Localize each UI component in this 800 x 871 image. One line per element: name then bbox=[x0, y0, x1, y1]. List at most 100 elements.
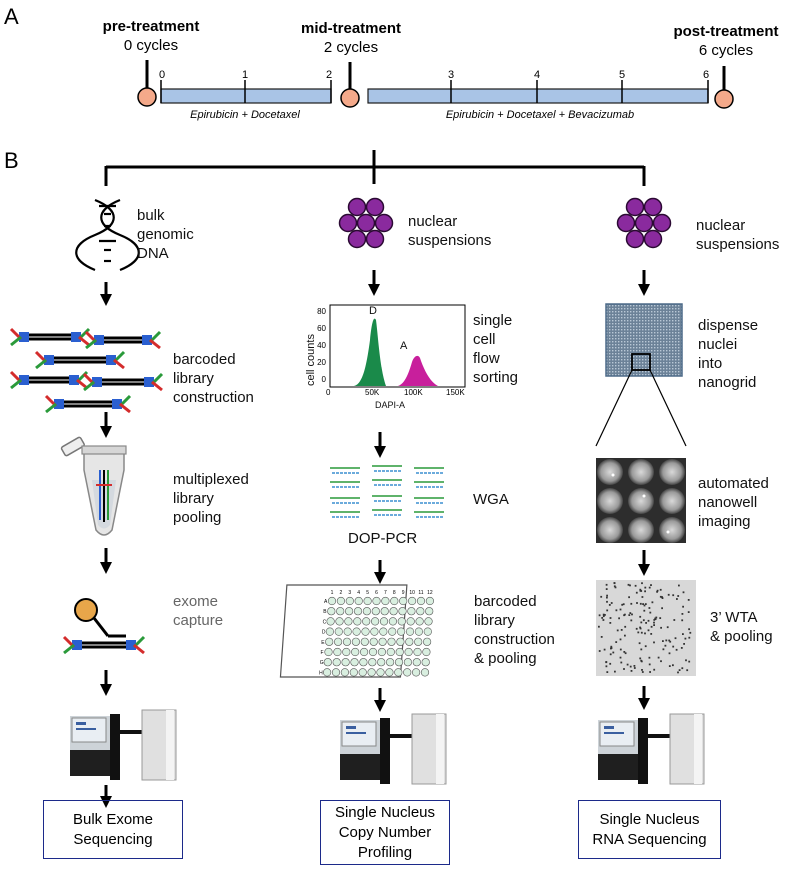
label-line: dispense bbox=[698, 317, 759, 334]
tube-icon bbox=[60, 436, 127, 536]
plate-well bbox=[368, 647, 378, 657]
plate-well bbox=[327, 596, 337, 606]
wta-dot bbox=[619, 638, 622, 641]
timeline-graphic: 0 1 2 3 4 5 6 bbox=[137, 60, 734, 109]
wta-dot bbox=[661, 607, 663, 610]
col2-step4-label: barcoded library construction & pooling bbox=[474, 592, 555, 668]
wta-dot bbox=[620, 629, 623, 631]
wta-dot bbox=[681, 667, 684, 670]
wta-dot bbox=[660, 626, 662, 629]
plate-well bbox=[335, 617, 344, 626]
label-line: construction bbox=[474, 631, 555, 648]
label-line: barcoded bbox=[173, 351, 236, 368]
pre-treatment-title: pre-treatment bbox=[102, 18, 200, 35]
plate-col-label: 1 bbox=[331, 590, 334, 596]
wta-dots bbox=[598, 582, 692, 674]
wta-dot bbox=[664, 644, 667, 647]
wta-dot bbox=[637, 631, 640, 634]
plate-well bbox=[372, 596, 381, 606]
plate-well bbox=[381, 596, 390, 606]
wta-dot bbox=[622, 603, 625, 606]
wta-dot bbox=[610, 645, 613, 648]
plate-well bbox=[407, 607, 416, 616]
plate-well bbox=[332, 658, 341, 667]
wta-dot bbox=[661, 597, 664, 599]
wta-dot bbox=[638, 642, 641, 645]
plate-well bbox=[396, 637, 405, 646]
plate-row-label: E bbox=[321, 640, 325, 646]
wta-dot bbox=[610, 602, 613, 604]
post-treatment-cycles: 6 cycles bbox=[698, 42, 754, 59]
plate-well bbox=[412, 668, 421, 677]
label-line: pooling bbox=[173, 509, 222, 526]
wta-dot bbox=[629, 612, 632, 614]
wta-dot bbox=[602, 615, 605, 617]
wta-dot bbox=[619, 656, 622, 659]
dna-helix-icon bbox=[75, 198, 140, 272]
wta-dot bbox=[598, 625, 600, 628]
wta-dot bbox=[655, 616, 658, 619]
plate-well bbox=[387, 637, 396, 646]
wta-dot bbox=[634, 584, 637, 587]
wga-fragments-icon bbox=[330, 465, 444, 518]
wta-dot bbox=[601, 617, 604, 619]
wta-dot bbox=[639, 627, 642, 630]
label-line: 3’ WTA bbox=[710, 609, 758, 626]
label-line: genomic bbox=[137, 226, 194, 243]
wta-dot bbox=[653, 641, 655, 644]
wta-dot bbox=[649, 671, 651, 673]
col3-step2-label: dispense nuclei into nanogrid bbox=[698, 316, 758, 392]
histogram-xlabel: DAPI-A bbox=[374, 400, 405, 410]
wta-dot bbox=[653, 619, 656, 621]
wta-dot bbox=[606, 609, 609, 612]
wta-dot bbox=[668, 652, 671, 655]
wta-dot bbox=[685, 659, 687, 662]
ytick-label: 0 bbox=[321, 375, 326, 384]
label-line: nuclei bbox=[698, 336, 738, 353]
plate-well bbox=[362, 607, 372, 616]
wta-chip-icon bbox=[596, 580, 696, 676]
plate-well bbox=[399, 596, 408, 606]
nanogrid-chip-icon bbox=[595, 303, 687, 447]
regimen2-label: Epirubicin + Docetaxel + Bevacizumab bbox=[445, 109, 635, 121]
plate-col-label: 12 bbox=[427, 590, 433, 596]
wta-dot bbox=[653, 621, 655, 624]
wta-dot bbox=[677, 671, 679, 674]
wta-dot bbox=[669, 640, 672, 643]
plate-well bbox=[389, 607, 398, 616]
plate-well bbox=[404, 647, 413, 657]
regimen1-label: Epirubicin + Docetaxel bbox=[190, 109, 300, 121]
wta-dot bbox=[682, 591, 685, 594]
wta-dot bbox=[682, 605, 684, 608]
wta-dot bbox=[641, 671, 644, 673]
wta-dot bbox=[612, 651, 615, 654]
wta-dot bbox=[640, 659, 643, 662]
plate-well bbox=[371, 617, 380, 626]
plate-row-label: A bbox=[324, 599, 328, 605]
plate-well bbox=[388, 627, 397, 636]
ytick-label: 40 bbox=[317, 341, 326, 350]
wta-dot bbox=[643, 604, 646, 607]
output-box-copy-number: Single Nucleus Copy Number Profiling bbox=[320, 800, 450, 865]
wta-dot bbox=[630, 619, 633, 622]
wta-dot bbox=[606, 594, 608, 597]
mid-treatment-cycles: 2 cycles bbox=[323, 39, 379, 56]
plate-well bbox=[425, 596, 435, 606]
wta-dot bbox=[623, 668, 625, 670]
wta-dot bbox=[681, 619, 684, 622]
wta-dot bbox=[687, 599, 690, 601]
wta-dot bbox=[640, 648, 643, 651]
plate-well bbox=[414, 637, 423, 646]
plate-well bbox=[371, 607, 380, 616]
wta-dot bbox=[688, 636, 691, 639]
label-line: suspensions bbox=[696, 236, 780, 253]
plate-well bbox=[353, 607, 363, 616]
col2-step3-sublabel: DOP-PCR bbox=[348, 530, 418, 547]
wta-dot bbox=[640, 631, 643, 634]
aneuploid-peak bbox=[398, 355, 438, 386]
col2-step2-label: single cell flow sorting bbox=[473, 311, 518, 387]
plate-well bbox=[378, 637, 387, 646]
wta-dot bbox=[627, 583, 630, 586]
mid-treatment-title: mid-treatment bbox=[300, 20, 401, 37]
